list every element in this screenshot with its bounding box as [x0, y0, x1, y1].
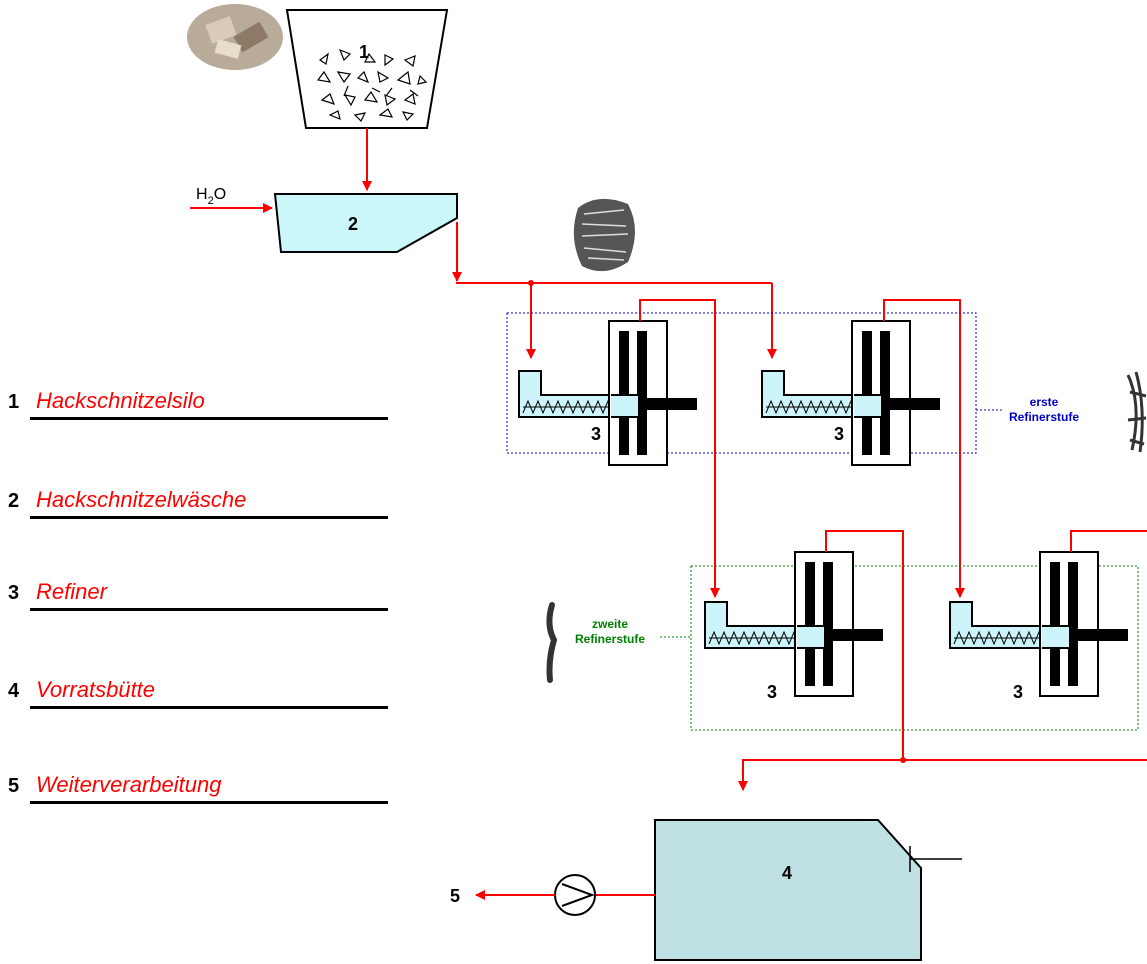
legend-number: 3: [8, 582, 19, 605]
legend-underline: [30, 801, 388, 804]
refiner-number: 3: [767, 682, 777, 702]
storage-chest: [655, 820, 921, 960]
wash-number: 2: [348, 214, 358, 234]
legend-underline: [30, 706, 388, 709]
silo-number: 1: [359, 42, 369, 62]
single-fiber-icon: [549, 605, 554, 680]
legend-item: 5 Weiterverarbeitung: [8, 774, 388, 804]
refiner-number: 3: [1013, 682, 1023, 702]
refiner-3: [705, 552, 883, 696]
fiber-icon: [1128, 372, 1146, 452]
output-number: 5: [450, 886, 460, 906]
legend-item: 3 Refiner: [8, 581, 388, 611]
refiner-2: [762, 321, 940, 465]
chest-number: 4: [782, 863, 792, 883]
legend-item: 1 Hackschnitzelsilo: [8, 390, 388, 420]
silo-hopper: [287, 10, 447, 128]
legend-underline: [30, 417, 388, 420]
refiner-1: [519, 321, 697, 465]
legend-item: 2 Hackschnitzelwäsche: [8, 489, 388, 519]
legend-label: Vorratsbütte: [36, 677, 155, 703]
refiner-4: [950, 552, 1128, 696]
chip-wash-tank: [275, 194, 457, 252]
legend-underline: [30, 608, 388, 611]
legend-label: Weiterverarbeitung: [36, 772, 221, 798]
refiner-number: 3: [834, 424, 844, 444]
legend-number: 4: [8, 680, 19, 703]
legend-underline: [30, 516, 388, 519]
water-label: H2O: [196, 186, 226, 207]
refiner-number: 3: [591, 424, 601, 444]
legend-label: Hackschnitzelsilo: [36, 388, 205, 414]
legend-number: 5: [8, 775, 19, 798]
legend-number: 1: [8, 391, 19, 414]
fiber-bundle-icon: [574, 199, 635, 271]
legend-item: 4 Vorratsbütte: [8, 679, 388, 709]
pump-icon: [555, 875, 595, 915]
legend-label: Hackschnitzelwäsche: [36, 487, 246, 513]
legend-label: Refiner: [36, 579, 107, 605]
legend-number: 2: [8, 490, 19, 513]
